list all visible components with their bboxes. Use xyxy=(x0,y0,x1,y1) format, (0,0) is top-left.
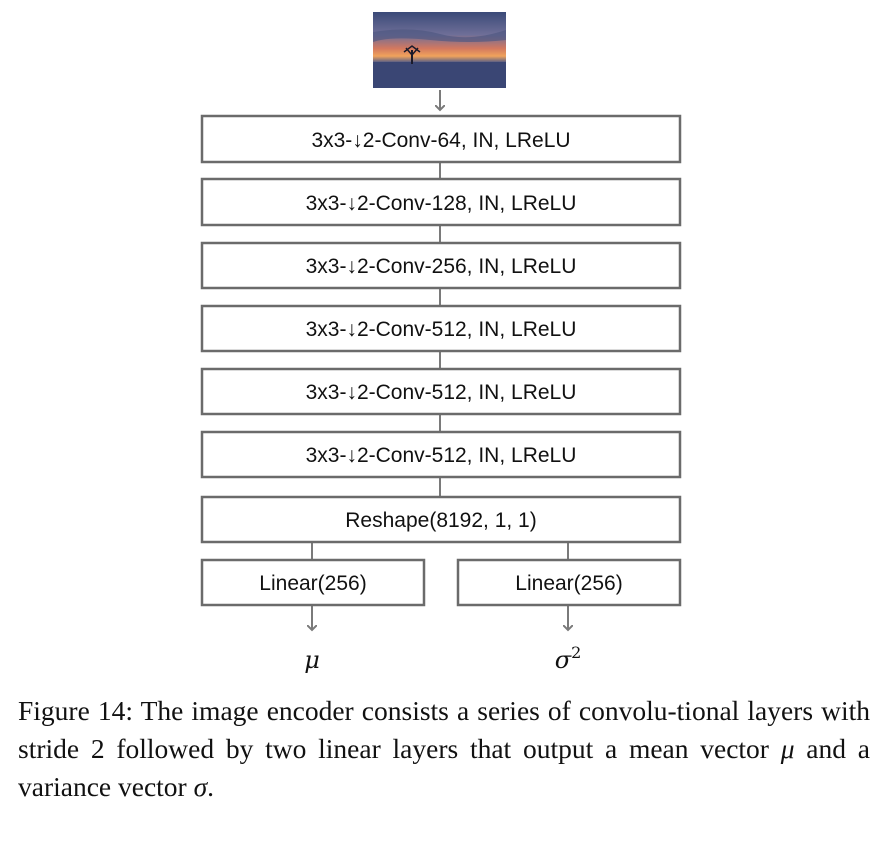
figure-caption: Figure 14: The image encoder consists a … xyxy=(18,692,870,806)
mu-output-label: μ xyxy=(304,646,320,674)
caption-text-middle: and a variance vector xyxy=(18,733,870,802)
conv-layer-label: 3x3-↓2-Conv-64, IN, LReLU xyxy=(311,129,570,152)
reshape-label: Reshape(8192, 1, 1) xyxy=(345,509,536,532)
conv-layer-box: 3x3-↓2-Conv-256, IN, LReLU xyxy=(200,241,682,290)
linear-mu-label: Linear(256) xyxy=(259,572,366,595)
caption-sigma-symbol: σ xyxy=(193,771,208,802)
input-image xyxy=(373,12,506,88)
caption-mu-symbol: μ xyxy=(780,733,795,764)
sigma-exponent: 2 xyxy=(571,643,581,662)
connectors xyxy=(312,90,568,630)
encoder-diagram: 3x3-↓2-Conv-64, IN, LReLU 3x3-↓2-Conv-12… xyxy=(200,12,682,674)
conv-layer-box: 3x3-↓2-Conv-64, IN, LReLU xyxy=(200,114,682,164)
linear-sigma-box: Linear(256) xyxy=(456,558,682,607)
conv-layer-label: 3x3-↓2-Conv-512, IN, LReLU xyxy=(306,381,577,404)
conv-layer-box: 3x3-↓2-Conv-512, IN, LReLU xyxy=(200,304,682,353)
conv-layer-box: 3x3-↓2-Conv-128, IN, LReLU xyxy=(200,177,682,227)
caption-text-start: Figure 14: The image encoder consists a … xyxy=(18,695,870,764)
conv-layer-label: 3x3-↓2-Conv-512, IN, LReLU xyxy=(306,318,577,341)
sigma-output-label: σ2 xyxy=(555,643,582,674)
linear-mu-box: Linear(256) xyxy=(200,558,426,607)
conv-layer-label: 3x3-↓2-Conv-256, IN, LReLU xyxy=(306,255,577,278)
conv-layer-label: 3x3-↓2-Conv-128, IN, LReLU xyxy=(306,192,577,215)
linear-sigma-label: Linear(256) xyxy=(515,572,622,595)
caption-text-end: . xyxy=(207,771,215,802)
sigma-symbol: σ xyxy=(555,646,572,674)
conv-layer-label: 3x3-↓2-Conv-512, IN, LReLU xyxy=(306,444,577,467)
conv-layer-box: 3x3-↓2-Conv-512, IN, LReLU xyxy=(200,430,682,479)
reshape-box: Reshape(8192, 1, 1) xyxy=(200,495,682,544)
conv-layer-box: 3x3-↓2-Conv-512, IN, LReLU xyxy=(200,367,682,416)
